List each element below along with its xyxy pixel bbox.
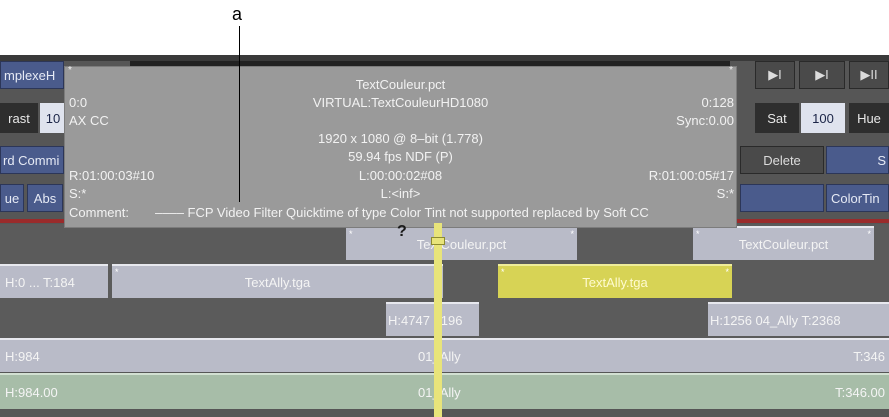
clip-head: H:984.00 (5, 384, 58, 400)
clip-label: TextAlly.tga (244, 274, 311, 290)
play-button[interactable]: ▶II (849, 61, 889, 89)
next-frame-button[interactable]: ▶I (755, 61, 795, 89)
clip-star: * (696, 229, 700, 239)
clip-textally-selected[interactable]: * TextAlly.tga * (498, 264, 732, 298)
overlay-comment-text: –––– FCP Video Filter Quicktime of type … (155, 205, 649, 220)
clip-head: H:984 (5, 348, 40, 364)
overlay-in-frame: 0:0 (69, 95, 88, 110)
abs-button[interactable]: Abs (27, 184, 63, 212)
overlay-virtual-name: VIRTUAL:TextCouleurHD1080 (312, 95, 489, 110)
clip-left-track2[interactable]: H:0 ... T:184 (0, 264, 108, 298)
overlay-corner-star-left: * (68, 65, 72, 76)
overlay-fps: 59.94 fps NDF (P) (348, 149, 453, 164)
overlay-filename: TextCouleur.pct (355, 77, 446, 92)
commit-button[interactable]: rd Commi (0, 146, 64, 174)
clip-label: TextCouleur.pct (738, 236, 829, 252)
callout-letter: a (232, 4, 243, 24)
colortint-button[interactable]: ColorTin (826, 184, 889, 212)
overlay-resolution: 1920 x 1080 @ 8–bit (1.778) (318, 131, 483, 146)
overlay-source-right: S:* (716, 186, 734, 201)
clip-star: * (501, 267, 505, 277)
playhead[interactable] (434, 223, 442, 417)
cursor-question-icon: ? (397, 223, 407, 240)
clip-star: * (867, 229, 871, 239)
overlay-out-frame: 0:128 (701, 95, 734, 110)
delete-button[interactable]: Delete (740, 146, 824, 174)
hue-label: Hue (849, 103, 889, 133)
clip-01-ally[interactable]: H:984 01_Ally T:346 (0, 338, 889, 372)
sequence-name-tab[interactable]: mplexeH (0, 61, 64, 89)
clip-tail: T:346.00 (835, 384, 885, 400)
overlay-ax: AX CC (69, 113, 109, 128)
clip-star: * (570, 229, 574, 239)
overlay-record-out: R:01:00:05#17 (648, 168, 734, 183)
contrast-label: rast (0, 103, 38, 133)
clip-info-overlay: * * TextCouleur.pct 0:0 VIRTUAL:TextCoul… (64, 65, 737, 228)
contrast-field[interactable]: 10 (40, 103, 66, 133)
overlay-length: L:00:00:02#08 (358, 168, 443, 183)
overlay-corner-star-right: * (729, 65, 733, 76)
toolbar-strip (130, 61, 730, 69)
sat-field[interactable]: 100 (801, 103, 845, 133)
clip-textcouleur-1[interactable]: * TextCouleur.pct * (346, 226, 577, 260)
blank-blue-button[interactable] (740, 184, 824, 212)
clip-textally-1[interactable]: * TextAlly.tga * (112, 264, 443, 298)
overlay-sync: Sync:0.00 (676, 113, 734, 128)
overlay-source-left: S:* (69, 186, 87, 201)
hue-mode-button[interactable]: ue (0, 184, 24, 212)
overlay-record-in: R:01:00:03#10 (69, 168, 155, 183)
playhead-handle[interactable] (431, 237, 445, 245)
clip-star: * (725, 267, 729, 277)
top-border (0, 55, 889, 61)
clip-star: * (349, 229, 353, 239)
clip-04-ally[interactable]: H:1256 04_Ally T:2368 (708, 302, 889, 336)
step-button[interactable]: ▶I (799, 61, 845, 89)
right-action-button[interactable]: S (826, 146, 889, 174)
sat-label: Sat (755, 103, 799, 133)
callout-leader-line (239, 26, 240, 202)
clip-h4747[interactable]: H:4747 3196 (386, 302, 479, 336)
clip-label: TextAlly.tga (582, 274, 648, 290)
overlay-length-inf: L:<inf> (380, 186, 421, 201)
clip-01-ally-audio[interactable]: H:984.00 01_Ally T:346.00 (0, 373, 889, 409)
clip-tail: T:346 (853, 348, 885, 364)
clip-star: * (115, 267, 119, 277)
overlay-comment-label: Comment: (69, 205, 129, 220)
clip-textcouleur-2[interactable]: * TextCouleur.pct * (693, 226, 874, 260)
